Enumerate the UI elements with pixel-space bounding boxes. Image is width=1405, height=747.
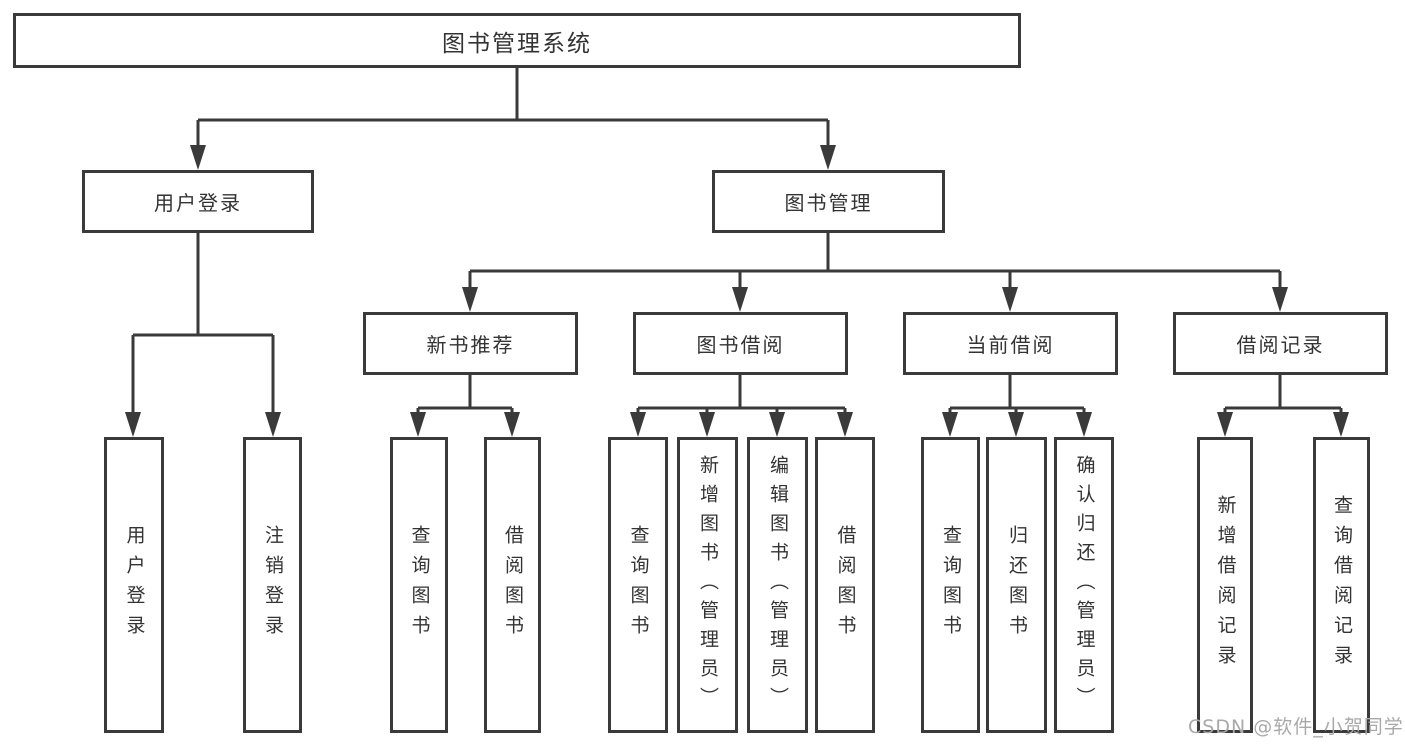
leaf-edit-book-admin: 编辑图书（管理员） [747, 437, 808, 733]
arrow-down-icon [769, 412, 785, 437]
leaf-label: 新增图书（管理员） [697, 454, 719, 716]
leaf-logout: 注销登录 [243, 437, 302, 733]
leaf-query-books-current: 查询图书 [921, 437, 980, 733]
leaf-query-books-recommend: 查询图书 [390, 437, 448, 733]
arrow-down-icon [125, 412, 141, 437]
arrow-down-icon [837, 412, 853, 437]
arrow-down-icon [1272, 287, 1288, 312]
arrow-down-icon [1008, 412, 1024, 437]
leaf-label: 新增借阅记录 [1214, 495, 1237, 675]
node-library-management-system: 图书管理系统 [13, 13, 1021, 68]
arrow-down-icon [942, 412, 958, 437]
node-label: 新书推荐 [426, 333, 515, 357]
node-label: 图书管理系统 [442, 30, 592, 57]
csdn-watermark: CSDN @软件_小贺同学 [1188, 716, 1404, 738]
node-label: 图书管理 [784, 191, 873, 215]
arrow-down-icon [732, 287, 748, 312]
node-label: 用户登录 [154, 191, 242, 215]
leaf-return-book: 归还图书 [986, 437, 1047, 733]
leaf-confirm-return-admin: 确认归还（管理员） [1054, 437, 1114, 733]
node-borrowing-records: 借阅记录 [1173, 312, 1388, 375]
node-label: 图书借阅 [696, 333, 785, 357]
leaf-label: 归还图书 [1006, 525, 1028, 645]
arrow-down-icon [504, 412, 520, 437]
leaf-label: 编辑图书（管理员） [767, 454, 789, 716]
leaf-add-book-admin: 新增图书（管理员） [677, 437, 738, 733]
node-label: 当前借阅 [966, 333, 1055, 357]
leaf-label: 用户登录 [123, 525, 146, 645]
arrow-down-icon [410, 412, 426, 437]
leaf-label: 注销登录 [262, 525, 284, 645]
leaf-borrow-books-recommend: 借阅图书 [484, 437, 541, 733]
leaf-add-borrow-record: 新增借阅记录 [1197, 437, 1253, 733]
arrow-down-icon [1076, 412, 1092, 437]
node-book-management: 图书管理 [712, 170, 945, 233]
arrow-down-icon [462, 287, 478, 312]
leaf-label: 确认归还（管理员） [1073, 454, 1096, 716]
arrow-down-icon [699, 412, 715, 437]
node-book-borrowing: 图书借阅 [633, 312, 848, 375]
node-label: 借阅记录 [1236, 333, 1325, 357]
leaf-user-login: 用户登录 [104, 437, 164, 733]
arrow-down-icon [190, 145, 206, 170]
arrow-down-icon [820, 145, 836, 170]
leaf-label: 查询图书 [408, 525, 431, 645]
arrow-down-icon [1217, 412, 1233, 437]
leaf-borrow-book: 借阅图书 [815, 437, 875, 733]
arrow-down-icon [1002, 287, 1018, 312]
arrow-down-icon [630, 412, 646, 437]
node-current-borrowing: 当前借阅 [903, 312, 1118, 375]
leaf-label: 查询借阅记录 [1331, 495, 1353, 675]
arrow-down-icon [1333, 412, 1349, 437]
arrow-down-icon [265, 412, 281, 437]
leaf-label: 借阅图书 [834, 525, 857, 645]
node-user-login: 用户登录 [82, 170, 314, 233]
leaf-label: 查询图书 [940, 525, 962, 645]
node-new-book-recommend: 新书推荐 [363, 312, 578, 375]
leaf-label: 借阅图书 [502, 525, 524, 645]
leaf-label: 查询图书 [627, 525, 650, 645]
leaf-query-borrow-record: 查询借阅记录 [1313, 437, 1370, 733]
leaf-query-books-borrowing: 查询图书 [608, 437, 668, 733]
